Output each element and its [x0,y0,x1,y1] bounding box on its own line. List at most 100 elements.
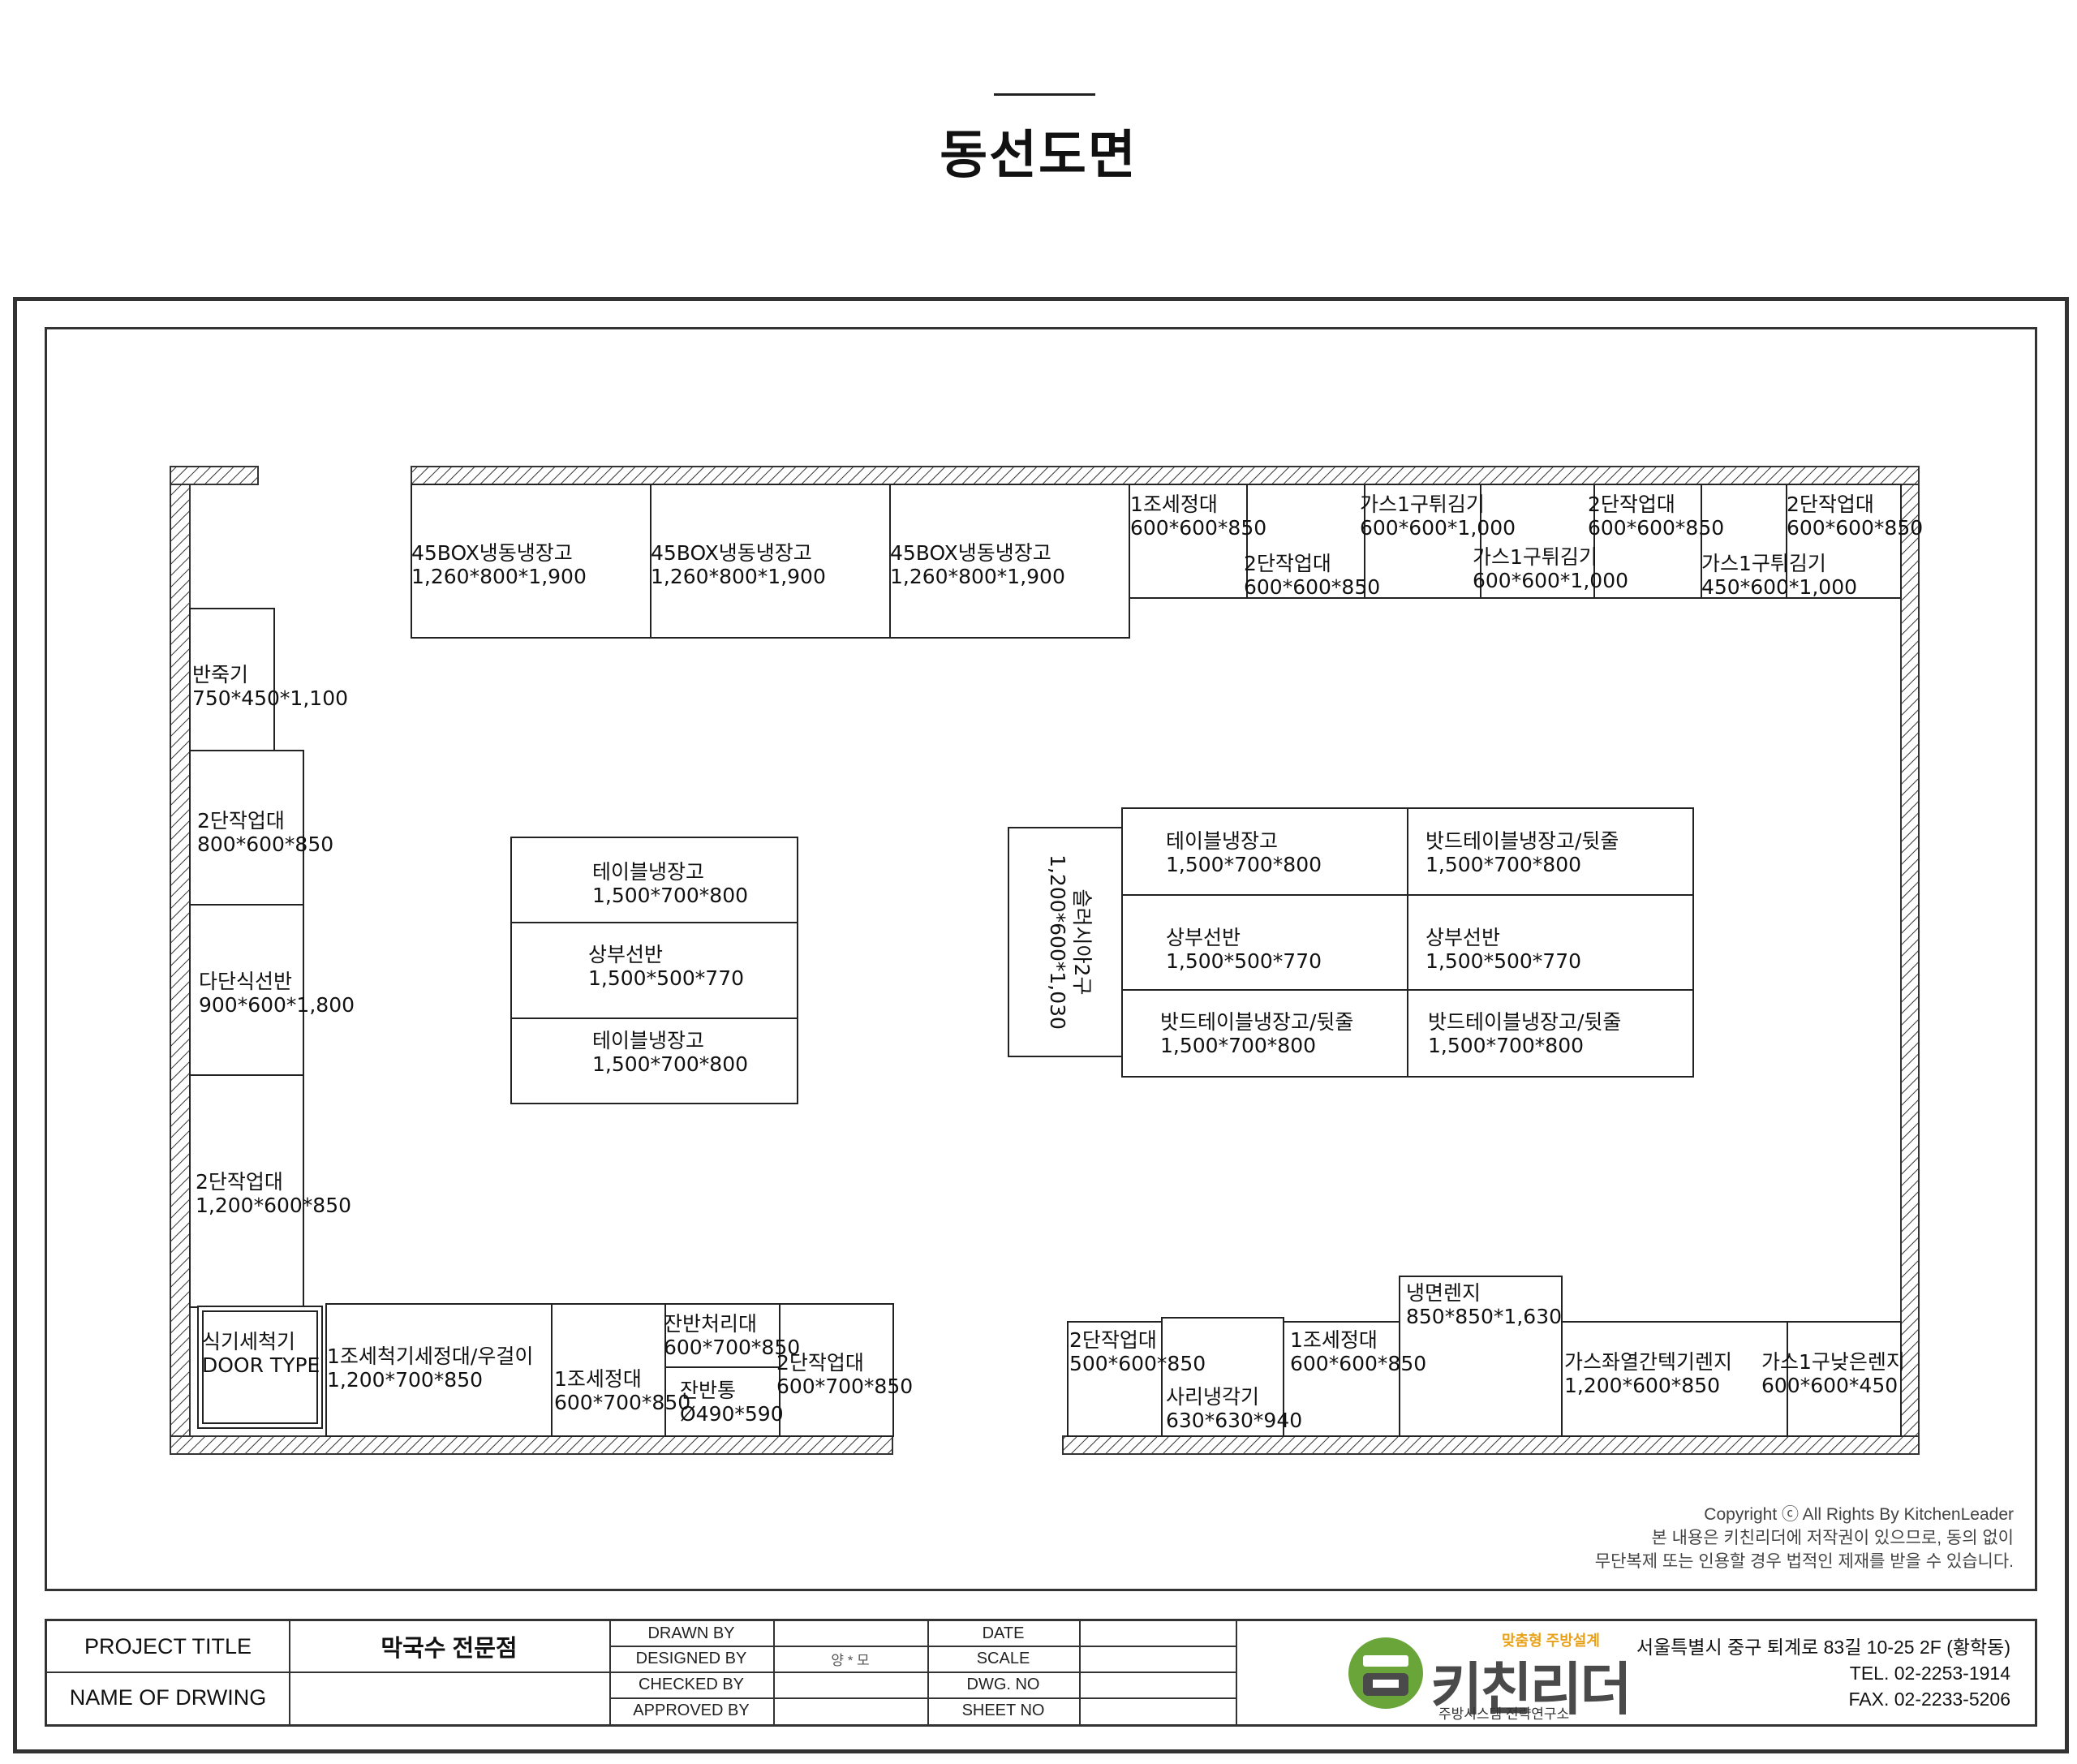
sheet-no-value [1079,1697,1236,1724]
checked-by-value [773,1671,927,1697]
equipment-name: 테이블냉장고 [1166,829,1278,853]
equipment-box [650,484,891,639]
equipment-size: 600*700*850 [776,1375,913,1398]
tb-divider [609,1697,1236,1699]
equipment-size: 450*600*1,000 [1701,575,1857,599]
walls [170,466,1920,1455]
equipment-name: 잔반처리대 [664,1312,757,1336]
company-subtitle: 주방시스템 전략연구소 [1438,1706,1570,1722]
equipment-size: 850*850*1,630 [1406,1305,1562,1328]
equipment-name: 밧드테이블냉장고/뒷줄 [1428,1010,1621,1034]
equipment-box [189,1074,304,1308]
wall-right [1900,484,1920,1455]
approved-by-label: APPROVED BY [633,1702,750,1719]
equipment-box [1067,1321,1163,1437]
company-contact: 서울특별시 중구 퇴계로 83길 10-25 2F (황학동) TEL. 02-… [1636,1634,2010,1712]
equipment-box [664,1303,780,1368]
title-rule [994,93,1095,96]
equipment-size: Ø490*590 [680,1402,784,1426]
equipment-size: 600*600*450 [1761,1374,1898,1397]
wall-bottom-left [170,1435,893,1455]
equipment-name: 가스좌열간텍기렌지 [1564,1350,1732,1374]
drawing-frame-outer [13,297,2069,1753]
equipment-box [189,750,304,906]
equipment-name: 1조세정대 [1290,1328,1378,1352]
equipment-size: DOOR TYPE [202,1353,320,1377]
company-logo: 맞춤형 주방설계 키친리더 주방시스템 전략연구소 [1301,1621,1658,1724]
equipment-name: 1조세정대 [1130,493,1218,516]
tb-divider [1236,1621,1237,1724]
equipment-box [1787,1321,1902,1437]
equipment-box [189,904,304,1076]
equipment-name: 사리냉각기 [1166,1385,1259,1409]
company-address: 서울특별시 중구 퇴계로 83길 10-25 2F (황학동) [1636,1637,2010,1658]
equipment-size: 1,500*700*800 [1428,1034,1584,1057]
equipment-size: 1,500*700*800 [592,884,748,907]
equipment-size: 1,500*500*770 [588,966,744,990]
dwg-no-label: DWG. NO [966,1675,1040,1693]
equipment-name: 2단작업대 [1244,552,1331,575]
equipment-name: 가스1구튀김기 [1701,552,1826,575]
equipment-size: 500*600*850 [1069,1352,1206,1375]
equipment-name: 45BOX냉동냉장고 [890,541,1051,565]
equipment-box [1593,484,1702,599]
equipment-name: 45BOX냉동냉장고 [411,541,573,565]
equipment-name: 잔반통 [680,1379,736,1402]
equipment-name: 반죽기 [192,663,248,686]
tb-divider [609,1671,1236,1673]
tb-divider [609,1646,1236,1647]
equipment-box [1008,827,1123,1057]
equipment-size: 630*630*940 [1166,1409,1302,1432]
equipment-box [1561,1321,1788,1437]
equipment-size: 600*600*850 [1130,516,1266,540]
drawing-name-label: NAME OF DRWING [69,1685,267,1710]
equipment-box [510,922,798,1019]
equipment-size: 1,500*700*800 [1160,1034,1316,1057]
equipment-size: 1,260*800*1,900 [890,565,1065,588]
equipment-name: 테이블냉장고 [592,1029,704,1052]
equipment-box [889,484,1130,639]
equipment-name: 상부선반 [1166,926,1241,949]
drawn-by-label: DRAWN BY [647,1624,735,1642]
equipment-size: 800*600*850 [197,833,333,856]
sheet-no-label: SHEET NO [961,1702,1045,1719]
equipment-size: 1,200*600*850 [1564,1374,1720,1397]
equipment-size: 1,200*600*850 [196,1194,351,1217]
copyright-line: 무단복제 또는 인용할 경우 법적인 제재를 받을 수 있습니다. [1594,1552,2014,1571]
copyright-notice: Copyright ⓒ All Rights By KitchenLeader … [1595,1503,2014,1573]
equipment-size: 600*600*850 [1787,516,1923,540]
equipment-name: 밧드테이블냉장고/뒷줄 [1160,1010,1353,1034]
page-title: 동선도면 [940,126,1137,186]
equipment-name: 2단작업대 [1588,493,1675,516]
equipment-name: 가스1구낮은렌지 [1761,1350,1905,1374]
equipment-name: 슬러시아2구 [1070,889,1094,996]
title-block: PROJECT TITLE NAME OF DRWING 막국수 전문점 DRA… [45,1619,2037,1727]
equipment-name: 2단작업대 [196,1170,283,1194]
equipment-name: 2단작업대 [1069,1328,1157,1352]
equipment-box [664,1366,780,1437]
drawing-frame-inner [45,327,2037,1591]
copyright-line: Copyright ⓒ All Rights By KitchenLeader [1704,1505,2014,1524]
equipment-name: 테이블냉장고 [592,860,704,884]
scale-value [1079,1646,1236,1671]
equipment-box [1701,484,1787,599]
